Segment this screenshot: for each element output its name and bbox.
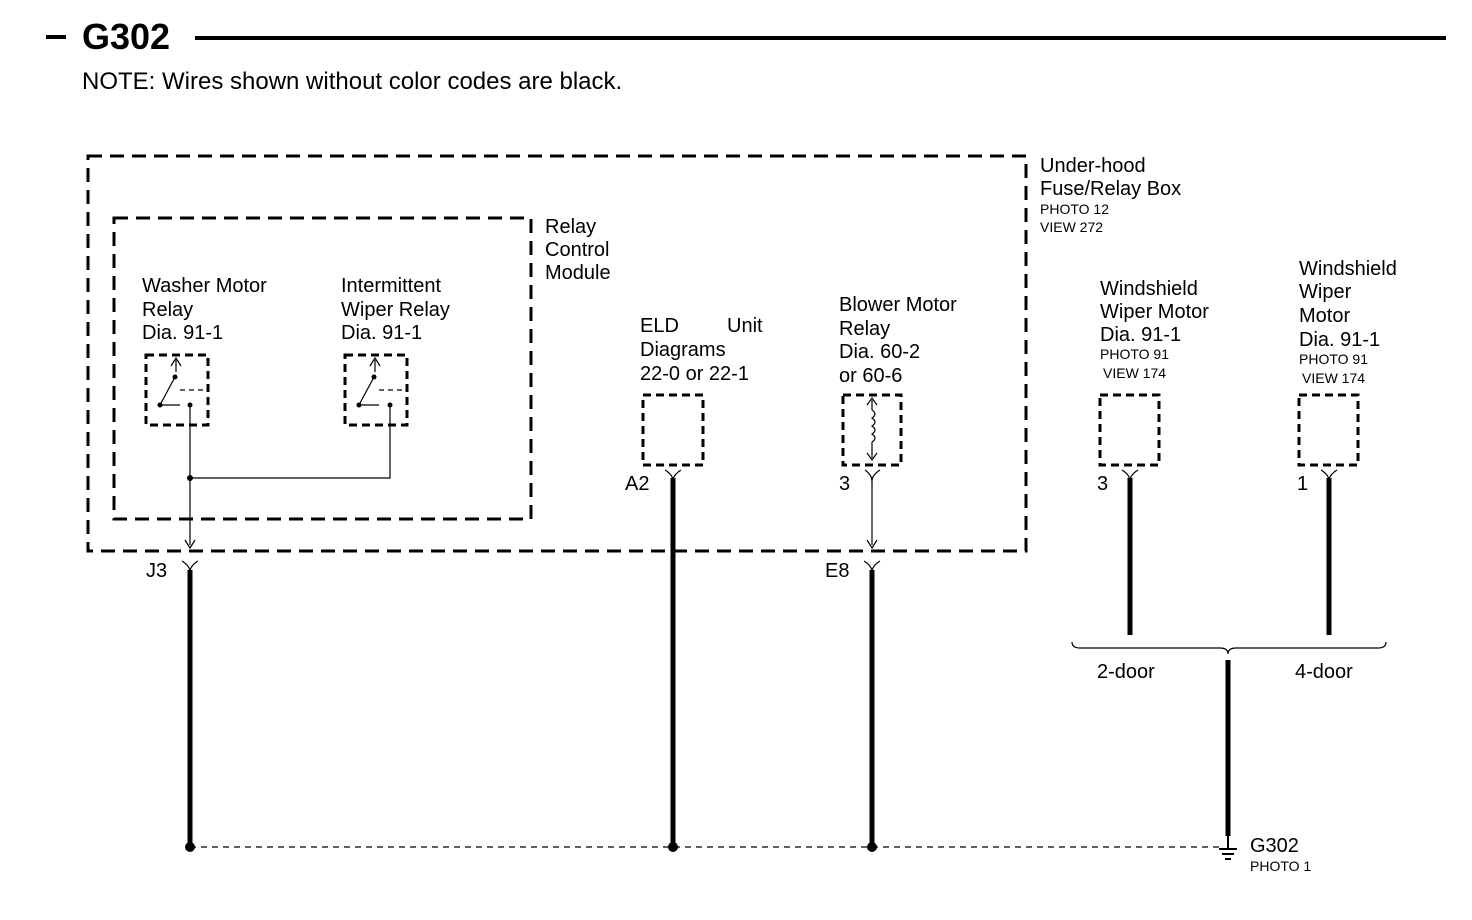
washer-relay-label-2: Relay (142, 299, 193, 321)
blower-pin-label: 3 (839, 473, 850, 495)
wiper2-motor-symbol (1098, 393, 1161, 467)
underhood-photo: PHOTO 12 (1040, 201, 1109, 217)
wiper4-label-4: Dia. 91-1 (1299, 329, 1380, 351)
diagram-title: G302 (82, 16, 170, 57)
blower-relay-label-4: or 60-6 (839, 365, 902, 387)
ground-photo: PHOTO 1 (1250, 858, 1311, 874)
underhood-box-outline (86, 154, 1028, 553)
eld-unit-symbol (641, 393, 705, 467)
intermittent-relay-label-1: Intermittent (341, 275, 441, 297)
eld-label-1b: Unit (727, 315, 763, 337)
relay-module-outline (112, 216, 533, 521)
door-variant-brace (1071, 641, 1387, 655)
wiper4-label-3: Motor (1299, 305, 1350, 327)
eld-label-2: Diagrams (640, 339, 726, 361)
blower-relay-label-3: Dia. 60-2 (839, 341, 920, 363)
wiper4-label-1: Windshield (1299, 258, 1397, 280)
washer-relay-label-3: Dia. 91-1 (142, 322, 223, 344)
connector-a2-label: A2 (625, 473, 649, 495)
relay-module-label-3: Module (545, 262, 611, 284)
e8-inner-arrow (866, 539, 878, 550)
intermittent-relay-label-2: Wiper Relay (341, 299, 450, 321)
underhood-label-2: Fuse/Relay Box (1040, 178, 1181, 200)
connector-j3-label: J3 (146, 560, 167, 582)
eld-label-3: 22-0 or 22-1 (640, 363, 749, 385)
washer-relay-symbol (144, 353, 210, 427)
ground-icon (1219, 836, 1237, 860)
color-note: NOTE: Wires shown without color codes ar… (82, 68, 622, 95)
intermittent-relay-label-3: Dia. 91-1 (341, 322, 422, 344)
blower-relay-symbol (841, 393, 903, 467)
blower-relay-label-1: Blower Motor (839, 294, 957, 316)
wiper2-label-1: Windshield (1100, 278, 1198, 300)
eld-label-1a: ELD (640, 315, 679, 337)
variant-2door-label: 2-door (1097, 661, 1155, 683)
wiper2-pin-label: 3 (1097, 473, 1108, 495)
variant-4door-label: 4-door (1295, 661, 1353, 683)
wiper4-view: VIEW 174 (1302, 370, 1365, 386)
ground-node-eld (668, 842, 678, 852)
j3-inner-arrow (184, 539, 196, 550)
intermittent-relay-symbol (343, 353, 409, 427)
wiper4-label-2: Wiper (1299, 281, 1352, 303)
wiper2-label-2: Wiper Motor (1100, 301, 1209, 323)
blower-relay-label-2: Relay (839, 318, 890, 340)
underhood-view: VIEW 272 (1040, 219, 1103, 235)
wiper2-view: VIEW 174 (1103, 365, 1166, 381)
wiper2-label-3: Dia. 91-1 (1100, 324, 1181, 346)
wiper4-motor-symbol (1297, 393, 1360, 467)
wiper2-photo: PHOTO 91 (1100, 346, 1169, 362)
underhood-label-1: Under-hood (1040, 155, 1146, 177)
relay-module-internal-wire (189, 405, 391, 479)
washer-relay-label-1: Washer Motor (142, 275, 267, 297)
relay-module-label-1: Relay (545, 216, 596, 238)
wiper4-photo: PHOTO 91 (1299, 351, 1368, 367)
wiper4-pin-label: 1 (1297, 473, 1308, 495)
ground-label: G302 (1250, 835, 1299, 857)
connector-e8-label: E8 (825, 560, 849, 582)
relay-module-label-2: Control (545, 239, 609, 261)
